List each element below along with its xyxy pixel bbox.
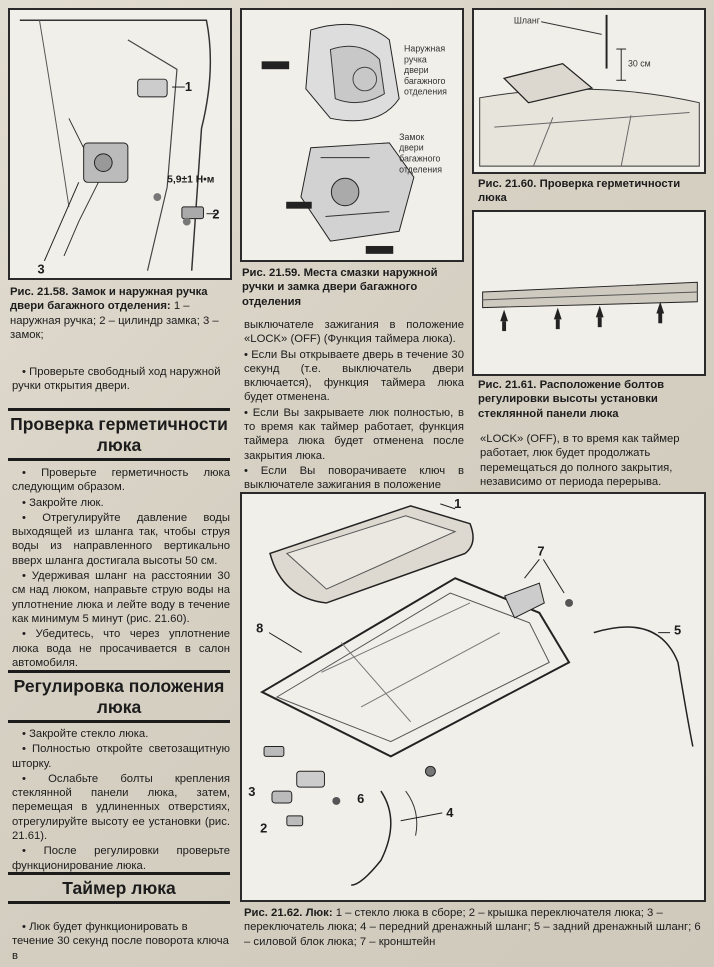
label-2: 2 (260, 821, 267, 836)
handle-label-line: отделения (404, 87, 447, 97)
figure-21-60: Шланг 30 см (472, 8, 706, 174)
figure-21-62: 1 2 3 4 5 6 7 8 (240, 492, 706, 902)
label-1: 1 (454, 496, 461, 511)
label-7: 7 (537, 543, 544, 558)
tailgate-lock-drawing: 1 2 3 5,9±1 Н•м (19, 19, 219, 277)
caption-21-62: Рис. 21.62. Люк: 1 – стекло люка в сборе… (244, 906, 706, 949)
torque-label: 5,9±1 Н•м (167, 174, 214, 185)
adjust-item: Полностью откройте светозащитную шторку. (12, 742, 230, 771)
handle-label-line: Наружная (404, 44, 445, 54)
check-item: Закройте люк. (12, 496, 230, 510)
height-adjust-bolts-drawing (482, 281, 698, 332)
middle-text: выключателе зажигания в положение «LOCK»… (244, 318, 464, 494)
label-5: 5 (674, 623, 681, 638)
adjust-item: Ослабьте болты крепления стеклянной пане… (12, 772, 230, 843)
heading-sunroof-timer: Таймер люка (8, 872, 230, 904)
caption-21-58-text: 1 – наружная ручка; 2 – цилиндр замка; 3… (10, 300, 219, 341)
handle-label-line: ручка (404, 54, 427, 64)
caption-21-60: Рис. 21.60. Проверка герметичности люка (478, 177, 706, 206)
timer-text: Люк будет функционировать в течение 30 с… (12, 920, 230, 963)
label-1: 1 (185, 79, 192, 94)
caption-21-60-title: Рис. 21.60. Проверка герметичности люка (478, 178, 681, 205)
figure-21-58: 1 2 3 5,9±1 Н•м (8, 8, 232, 280)
lock-label-line: отделения (399, 164, 442, 174)
lubrication-points-drawing: Наружная ручка двери багажного отделения… (261, 23, 447, 254)
right-paragraph: «LOCK» (OFF), в то время как таймер рабо… (480, 433, 680, 488)
figure-21-61 (472, 210, 706, 376)
lock-label-line: багажного (399, 154, 440, 164)
middle-paragraph: выключателе зажигания в положение «LOCK»… (244, 319, 464, 346)
label-4: 4 (446, 805, 454, 820)
check-item: Отрегулируйте давление воды выходящей из… (12, 511, 230, 568)
heading-check-sunroof: Проверка герметичности люка (8, 408, 230, 461)
caption-21-62-text: 1 – стекло люка в сборе; 2 – крышка пере… (244, 907, 701, 948)
adjust-item: После регулировки проверьте функциониров… (12, 844, 230, 873)
label-8: 8 (256, 621, 263, 636)
check-item: Убедитесь, что через уплотнение люка вод… (12, 627, 230, 670)
lock-label-line: Замок (399, 132, 424, 142)
caption-21-58-title: Рис. 21.58. Замок и наружная ручка двери… (10, 286, 208, 313)
heading-adjust-sunroof: Регулировка положения люка (8, 670, 230, 723)
adjust-item: Закройте стекло люка. (12, 727, 230, 741)
caption-21-62-title: Рис. 21.62. Люк: (244, 907, 333, 919)
bullet-handle-check: Проверьте свободный ход наружной ручки о… (12, 365, 230, 394)
lock-label-line: двери (399, 143, 424, 153)
label-3: 3 (38, 262, 45, 277)
middle-paragraph: • Если Вы открываете дверь в течение 30 … (244, 348, 464, 404)
check-list: Проверьте герметичность люка следующим о… (12, 466, 230, 671)
check-item: Проверьте герметичность люка следующим о… (12, 466, 230, 495)
water-test-drawing: Шланг 30 см (479, 14, 700, 167)
sunroof-exploded-drawing: 1 2 3 4 5 6 7 8 (248, 496, 694, 886)
distance-label: 30 см (628, 59, 651, 69)
label-2: 2 (212, 207, 219, 222)
caption-21-59-title: Рис. 21.59. Места смазки наружной ручки … (242, 267, 438, 308)
caption-21-61: Рис. 21.61. Расположение болтов регулиро… (478, 378, 706, 421)
figure-21-59: Наружная ручка двери багажного отделения… (240, 8, 464, 262)
caption-21-59: Рис. 21.59. Места смазки наружной ручки … (242, 266, 464, 309)
adjust-list: Закройте стекло люка. Полностью откройте… (12, 727, 230, 874)
label-3: 3 (248, 784, 255, 799)
caption-21-58: Рис. 21.58. Замок и наружная ручка двери… (10, 285, 232, 342)
middle-paragraph: • Если Вы закрываете люк полностью, в то… (244, 406, 464, 462)
label-6: 6 (357, 791, 364, 806)
hose-label: Шланг (514, 16, 540, 26)
caption-21-61-title: Рис. 21.61. Расположение болтов регулиро… (478, 379, 665, 420)
handle-label-line: двери (404, 65, 429, 75)
check-item: Удерживая шланг на расстоянии 30 см над … (12, 569, 230, 626)
middle-paragraph: • Если Вы поворачиваете ключ в выключате… (244, 464, 464, 492)
handle-label-line: багажного (404, 76, 445, 86)
